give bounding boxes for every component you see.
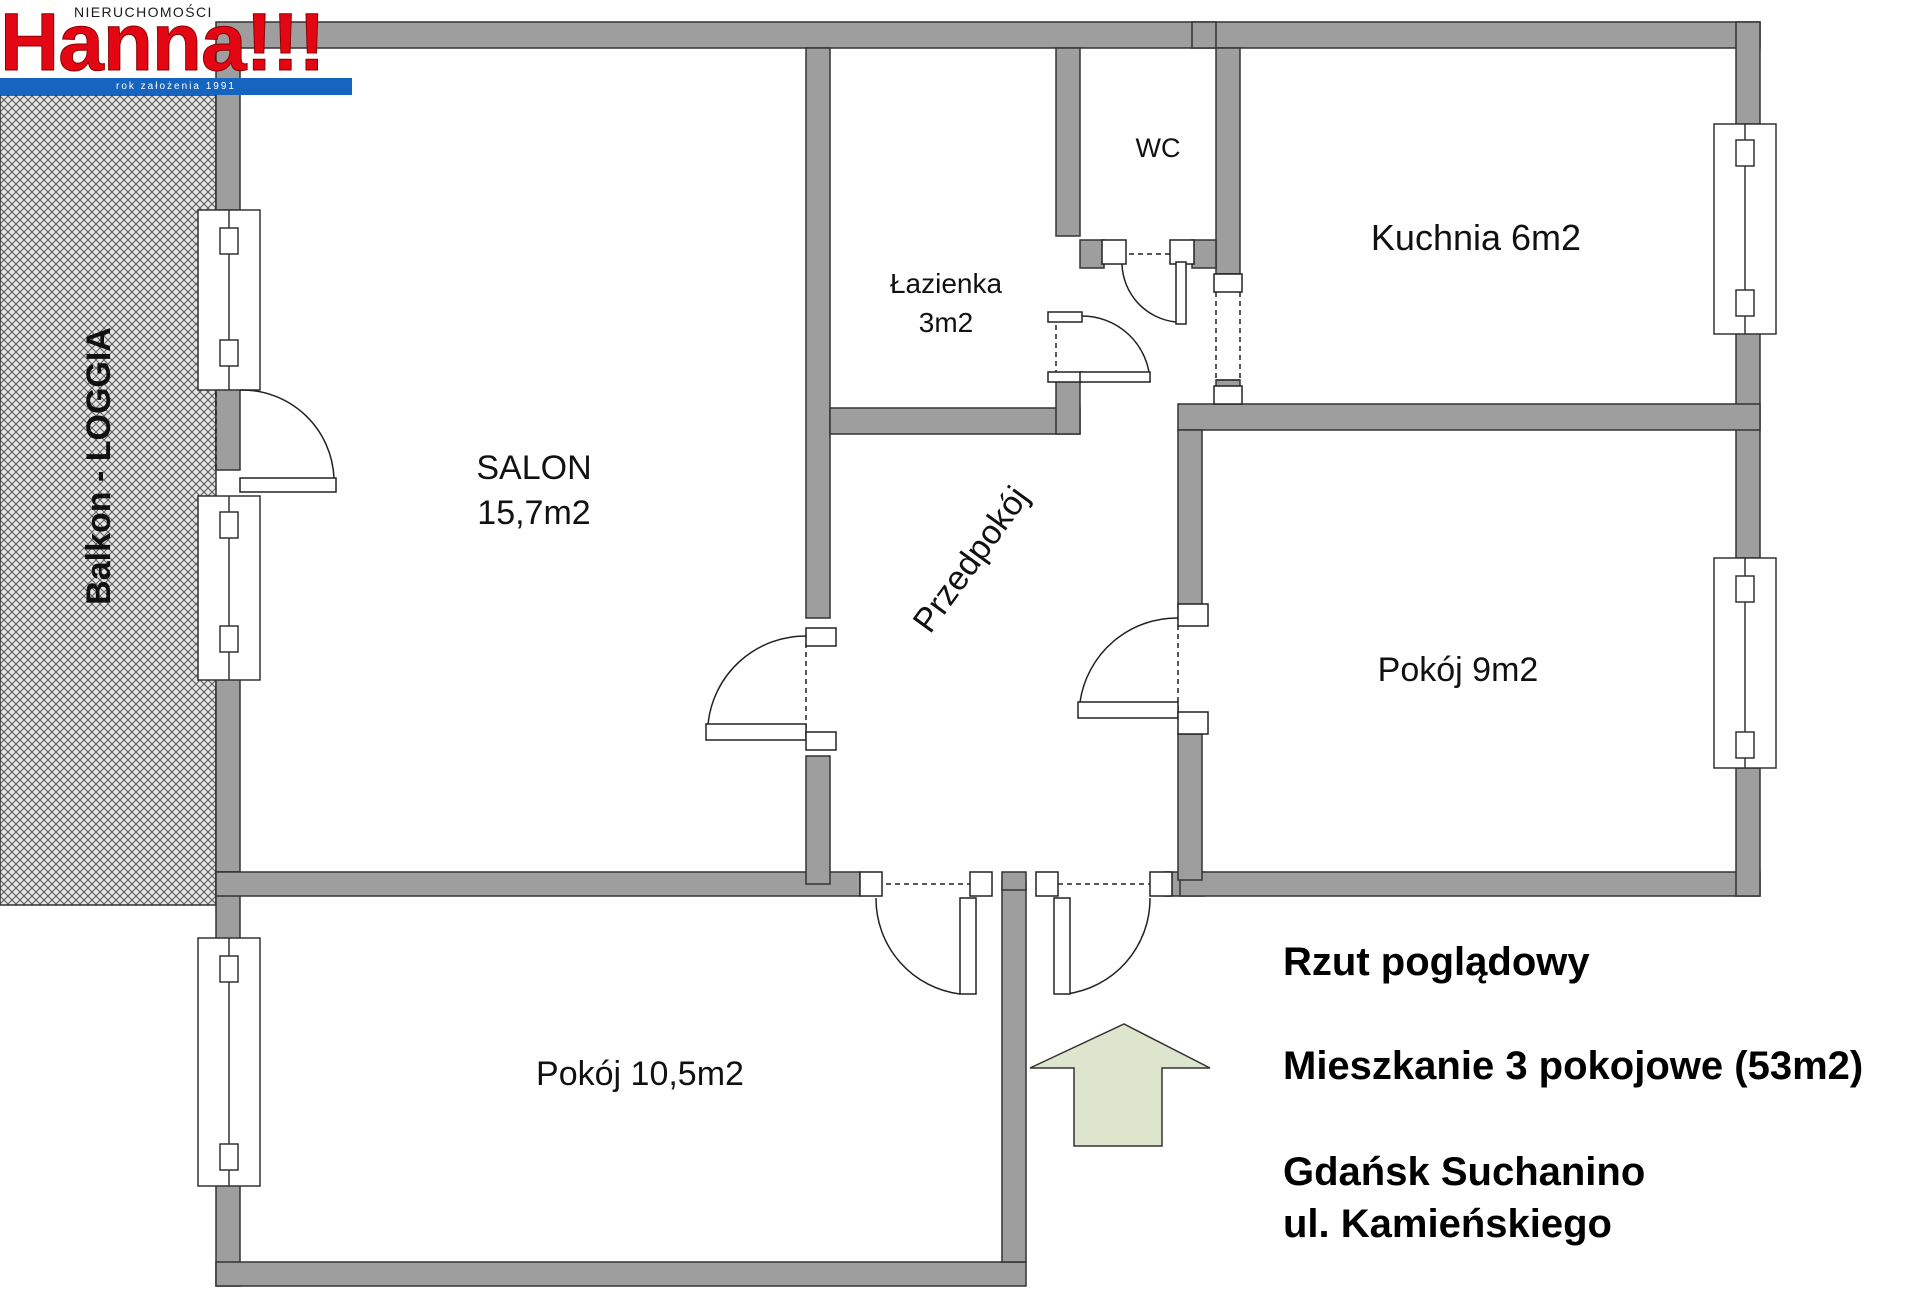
room-label-balkon: Balkon - LOGGIA bbox=[80, 327, 118, 605]
room-label-salon-area: 15,7m2 bbox=[477, 494, 590, 532]
info-street: ul. Kamieńskiego bbox=[1283, 1202, 1612, 1246]
room-label-kuchnia: Kuchnia 6m2 bbox=[1371, 217, 1581, 258]
walls bbox=[215, 21, 1761, 1287]
info-location: Gdańsk Suchanino bbox=[1283, 1150, 1646, 1194]
room-label-salon-name: SALON bbox=[476, 449, 591, 487]
room-label-przedpokoj: Przedpokój bbox=[906, 480, 1037, 640]
room-label-lazienka-name: Łazienka bbox=[890, 268, 1003, 299]
logo-brand: Hanna!!! bbox=[0, 0, 326, 88]
entrance-arrow-icon bbox=[1029, 1023, 1211, 1147]
room-label-pokoj-9: Pokój 9m2 bbox=[1378, 651, 1539, 689]
doors bbox=[215, 239, 1243, 995]
logo-top-text: NIERUCHOMOŚCI bbox=[74, 4, 213, 20]
info-title: Rzut poglądowy bbox=[1283, 940, 1590, 984]
balcony-loggia-area bbox=[0, 94, 217, 906]
windows bbox=[197, 123, 1777, 1187]
room-label-pokoj-10-5: Pokój 10,5m2 bbox=[536, 1055, 744, 1093]
logo-subtitle-bar: rok założenia 1991 bbox=[0, 78, 352, 95]
room-label-wc: WC bbox=[1136, 133, 1181, 163]
logo-subtitle: rok założenia 1991 bbox=[116, 81, 236, 92]
company-logo: Hanna!!! NIERUCHOMOŚCI rok założenia 199… bbox=[0, 0, 352, 96]
info-apartment: Mieszkanie 3 pokojowe (53m2) bbox=[1283, 1044, 1864, 1088]
room-labels: WC Łazienka 3m2 Kuchnia 6m2 SALON 15,7m2… bbox=[80, 133, 1581, 1093]
room-label-lazienka-area: 3m2 bbox=[919, 307, 973, 338]
